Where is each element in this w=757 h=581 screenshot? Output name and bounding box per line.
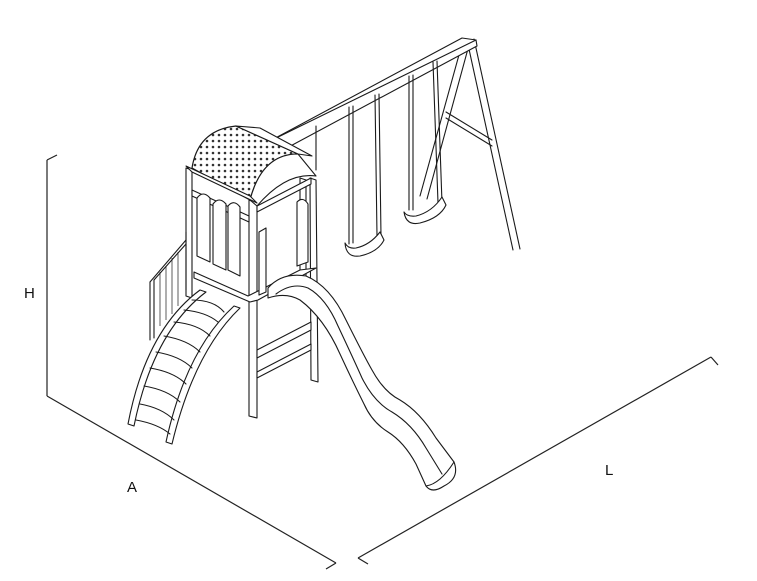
dimension-width-label: A [127,479,138,496]
tower-roof [185,125,317,207]
swing-seat-1 [344,231,385,257]
dimension-length-line [357,356,719,565]
dimension-length-label: L [605,462,614,479]
dimension-width-line [46,395,337,570]
swing-top-beam [267,37,478,151]
climbing-ladder [127,289,241,445]
dimension-height-line [46,154,58,396]
side-guard-rail [149,231,187,341]
swing-chains [315,60,443,245]
wave-slide [267,274,457,491]
swing-seat-2 [403,196,447,225]
tower-frame [185,167,319,419]
dimension-height-label: H [24,285,35,302]
swing-a-frame [419,38,521,251]
